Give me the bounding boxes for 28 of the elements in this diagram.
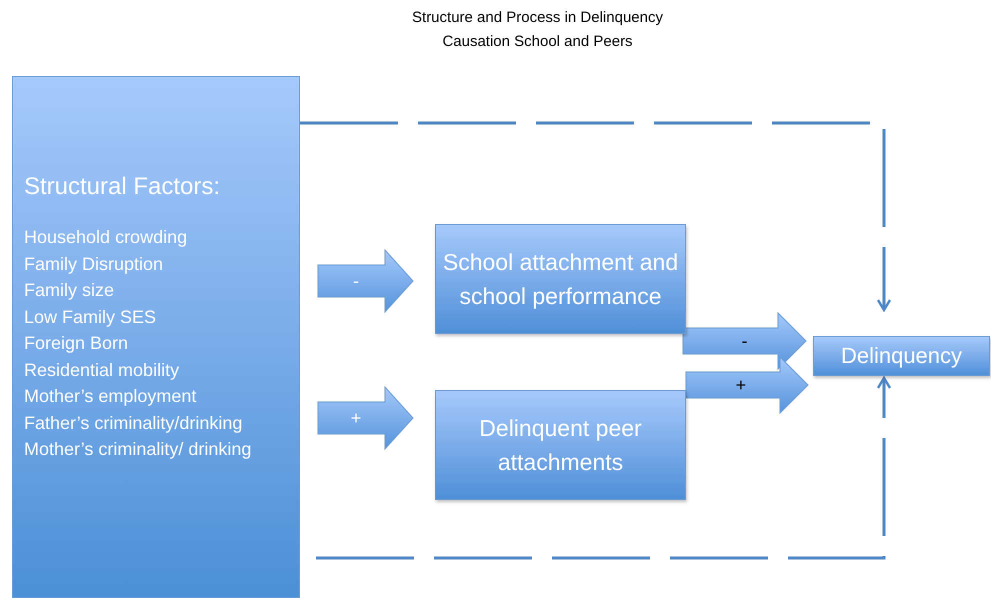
- panel-heading: Structural Factors:: [24, 173, 222, 201]
- edge-label: -: [353, 271, 359, 291]
- edge-label: +: [350, 408, 362, 428]
- edge-label: -: [742, 331, 748, 351]
- block-arrow: [682, 312, 807, 370]
- factor-item: Mother’s criminality/ drinking: [24, 438, 252, 461]
- node-text: Delinquency: [840, 343, 964, 369]
- process-box: [435, 390, 686, 500]
- block-arrow: [318, 386, 414, 450]
- factor-item: Mother’s employment: [24, 385, 198, 408]
- factor-item: Father’s criminality/drinking: [24, 412, 244, 435]
- dashed-arrow: [316, 376, 892, 560]
- factor-item: Household crowding: [24, 226, 188, 249]
- edge-label: +: [736, 375, 746, 395]
- block-arrow: [318, 248, 414, 314]
- node-text: Delinquent peer attachments: [478, 414, 643, 477]
- factor-item: Foreign Born: [24, 332, 130, 355]
- factor-item: Low Family SES: [24, 306, 158, 329]
- process-box: [435, 224, 686, 334]
- node-text: School attachment and school performance: [442, 248, 680, 311]
- factor-item: Family size: [24, 279, 116, 302]
- diagram-title: Structure and Process in Delinquency Causation School and Peers: [411, 8, 664, 52]
- factor-panel: [12, 76, 300, 598]
- factor-item: Family Disruption: [24, 252, 164, 276]
- factor-item: Residential mobility: [24, 358, 180, 382]
- process-box: [813, 336, 990, 376]
- dashed-arrow: [300, 122, 892, 312]
- block-arrow: [686, 356, 809, 414]
